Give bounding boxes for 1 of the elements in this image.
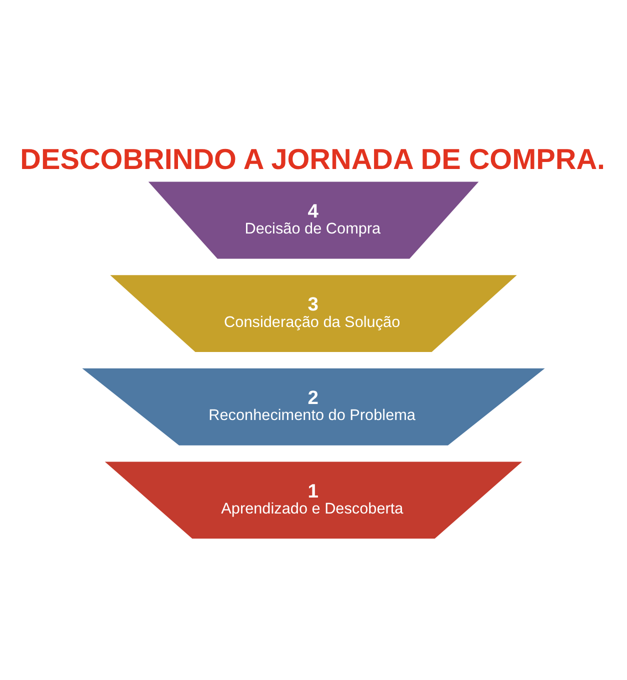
diagram-title: DESCOBRINDO A JORNADA DE COMPRA.: [20, 143, 606, 176]
